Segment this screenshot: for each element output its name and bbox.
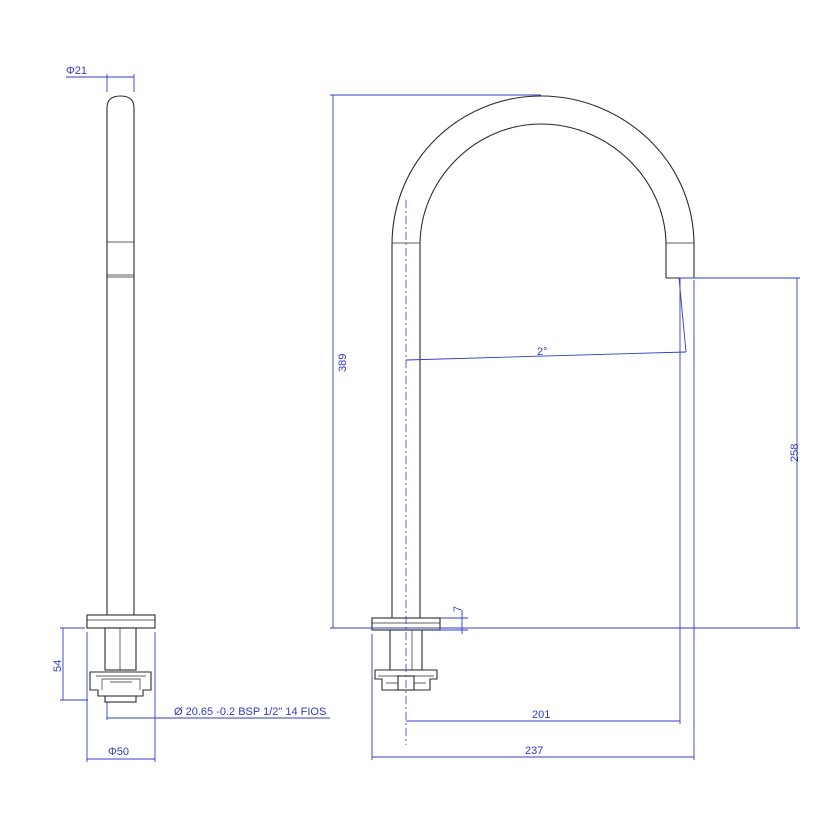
total-width-label: 237 <box>525 745 543 757</box>
side-nut <box>89 671 152 697</box>
pipe-diameter-label: Φ21 <box>66 65 87 77</box>
side-dimensions: Φ21 54 Ø 20.65 -0.2 BSP 1/2" 14 FIOS Φ50 <box>52 65 330 762</box>
side-thread-end <box>104 695 137 703</box>
side-nut-detail <box>96 675 146 690</box>
side-flange <box>86 614 156 629</box>
front-pipe-inner <box>419 123 667 618</box>
side-pipe <box>106 95 135 615</box>
front-view <box>371 95 695 691</box>
base-diameter-label: Φ50 <box>108 746 129 758</box>
front-pipe-outer <box>391 95 695 618</box>
tilt-angle-label: 2° <box>537 346 548 358</box>
total-height-label: 389 <box>337 354 349 372</box>
spout-reach-label: 201 <box>532 709 550 721</box>
side-stem <box>104 627 137 671</box>
base-height-label: 54 <box>52 660 64 672</box>
side-view <box>86 95 156 703</box>
thread-spec-label: Ø 20.65 -0.2 BSP 1/2" 14 FIOS <box>174 706 326 718</box>
front-dimensions: 389 258 2° 7 201 237 <box>330 94 801 760</box>
spout-height-label: 258 <box>789 444 801 462</box>
flange-thickness-label: 7 <box>452 606 464 612</box>
